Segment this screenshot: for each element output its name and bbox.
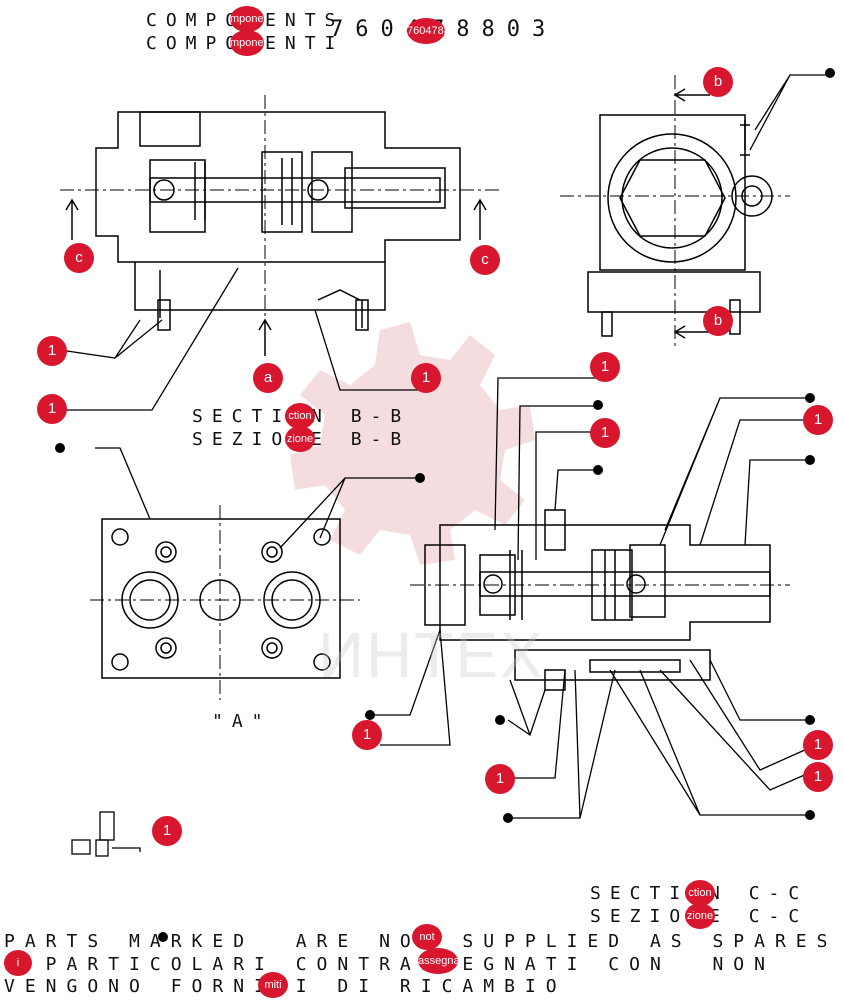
callout-1-cc-left[interactable]: 1 (352, 720, 382, 750)
hotspot-forniti[interactable]: miti (258, 972, 288, 998)
watermark-gear (290, 322, 535, 565)
section-cc-body (424, 509, 771, 691)
arrow-label-b-top[interactable]: b (703, 67, 733, 97)
footer-note-en: PARTS MARKED ARE NOT SUPPLIED AS SPARES (4, 931, 838, 952)
dot-marker (415, 473, 425, 483)
dot-marker (495, 715, 505, 725)
callout-1-bb-right[interactable]: 1 (411, 363, 441, 393)
arrow-label-c-right[interactable]: c (470, 245, 500, 275)
dot-marker (593, 465, 603, 475)
section-bb-body (95, 111, 461, 331)
callout-1-cc-right-b[interactable]: 1 (803, 762, 833, 792)
hotspot-componenti[interactable]: mponenti (230, 30, 264, 56)
view-a-plate (101, 518, 341, 679)
callout-1-cc-right-top[interactable]: 1 (803, 405, 833, 435)
dot-marker (805, 393, 815, 403)
dot-marker (805, 715, 815, 725)
hotspot-contrassegnati[interactable]: assegnati (418, 948, 458, 974)
callout-1-bb-left[interactable]: 1 (37, 336, 67, 366)
hotspot-components[interactable]: mponents (230, 6, 264, 32)
dot-marker-footer (158, 932, 168, 942)
dot-marker (503, 813, 513, 823)
dot-marker (805, 810, 815, 820)
end-view (587, 114, 773, 337)
arrow-label-b-bottom[interactable]: b (703, 306, 733, 336)
hotspot-not[interactable]: not (412, 924, 442, 950)
hotspot-section-bb[interactable]: ction (285, 403, 315, 429)
dot-marker (593, 400, 603, 410)
callout-1-spare-icon[interactable]: 1 (152, 816, 182, 846)
footer-note-it-1: I PARTICOLARI CONTRASSEGNATI CON NON (4, 954, 775, 975)
callout-1-cc-second[interactable]: 1 (590, 418, 620, 448)
dot-marker (365, 710, 375, 720)
dot-marker (825, 68, 835, 78)
callout-1-cc-top[interactable]: 1 (590, 352, 620, 382)
callout-1-cc-bottom[interactable]: 1 (485, 764, 515, 794)
arrow-label-a[interactable]: a (253, 363, 283, 393)
callout-1-cc-right-a[interactable]: 1 (803, 730, 833, 760)
hotspot-section-cc[interactable]: ction (685, 880, 715, 906)
dot-marker (55, 443, 65, 453)
callout-1-bb-lower[interactable]: 1 (37, 394, 67, 424)
hotspot-i[interactable]: i (4, 950, 32, 976)
spare-part-icon (71, 811, 141, 857)
view-a-label: "A" (212, 711, 272, 732)
hotspot-sezione-bb[interactable]: zione (285, 426, 315, 452)
hotspot-sezione-cc[interactable]: zione (685, 903, 715, 929)
watermark-text: ИНТЕХ (318, 619, 545, 691)
hotspot-part-number[interactable]: 760478803 (407, 18, 445, 44)
dot-marker (805, 455, 815, 465)
arrow-label-c-left[interactable]: c (64, 243, 94, 273)
